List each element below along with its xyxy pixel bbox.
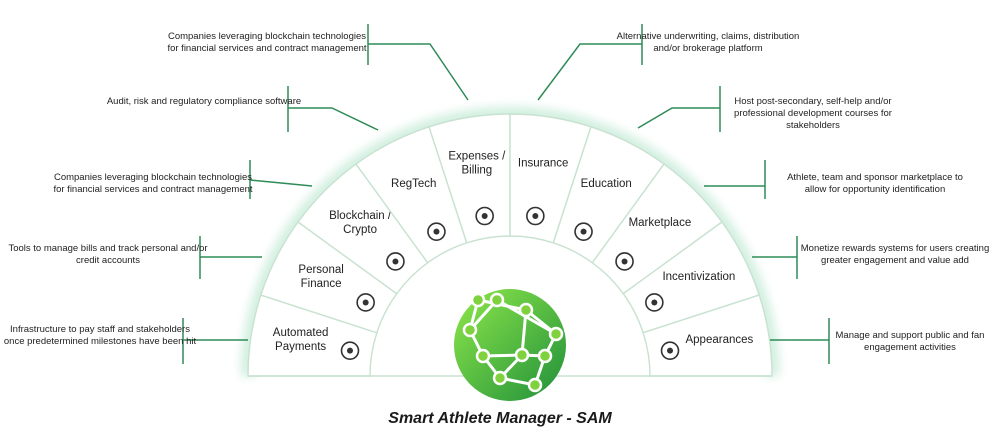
segment-blockchain-crypto[interactable]: Blockchain /Crypto (297, 163, 429, 295)
shield-icon (526, 206, 545, 226)
segment-label: RegTech (391, 178, 436, 190)
leader-line (537, 24, 643, 101)
segment-label: Incentivization (662, 271, 735, 283)
money-bag-icon (475, 206, 494, 226)
leader-line (704, 160, 766, 199)
storefront-icon (615, 252, 634, 271)
coins-hand-icon (386, 252, 405, 271)
callout-left-3: Companies leveraging blockchain technolo… (53, 172, 253, 195)
callout-right-5: Manage and support public and fan engage… (835, 330, 985, 353)
segment-label: Education (581, 178, 632, 190)
leader-line (287, 86, 379, 132)
callout-left-5: Infrastructure to pay staff and stakehol… (3, 324, 197, 347)
callout-right-3: Athlete, team and sponsor marketplace to… (787, 172, 963, 195)
callout-right-1: Alternative underwriting, claims, distri… (616, 31, 800, 54)
graduation-cap-icon (574, 222, 593, 241)
leader-line (182, 318, 248, 364)
leader-line (770, 318, 830, 364)
callout-left-1: Companies leveraging blockchain technolo… (167, 31, 367, 54)
callout-left-2: Audit, risk and regulatory compliance so… (106, 96, 302, 107)
leader-line (637, 86, 721, 132)
segment-appearances[interactable]: Appearances (642, 294, 773, 377)
leader-line (249, 160, 313, 199)
segment-insurance[interactable]: Insurance (509, 113, 592, 244)
bitcoin-icon (356, 293, 375, 312)
callout-right-4: Monetize rewards systems for users creat… (800, 243, 990, 266)
segment-expenses-billing[interactable]: Expenses /Billing (428, 113, 511, 244)
segment-marketplace[interactable]: Marketplace (591, 163, 723, 295)
segment-label: Blockchain /Crypto (329, 210, 392, 236)
segment-label: Appearances (685, 334, 753, 346)
dollar-refresh-icon (340, 341, 360, 360)
network-globe-logo (454, 289, 566, 401)
leader-line (199, 236, 262, 279)
callout-left-4: Tools to manage bills and track personal… (8, 243, 208, 266)
leader-line (752, 236, 798, 279)
segment-label: Marketplace (629, 217, 692, 229)
leader-line (367, 24, 469, 101)
callout-right-2: Host post-secondary, self-help and/or pr… (734, 96, 892, 131)
gavel-icon (427, 222, 446, 241)
trophy-icon (645, 293, 664, 312)
segment-label: Expenses /Billing (448, 151, 506, 177)
diagram-title: Smart Athlete Manager - SAM (388, 410, 612, 427)
segment-label: Insurance (518, 158, 569, 170)
badge-icon (660, 341, 680, 360)
